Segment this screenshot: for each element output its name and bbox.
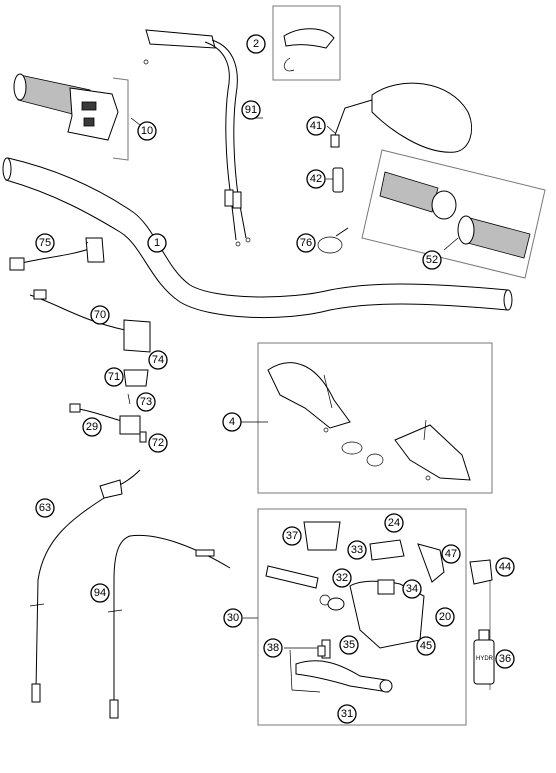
svg-text:63: 63	[39, 502, 51, 514]
callout-94: 94	[90, 583, 110, 603]
svg-text:41: 41	[310, 120, 322, 132]
callout-36: 36	[495, 649, 515, 669]
svg-text:4: 4	[229, 416, 235, 428]
switch-clamp	[123, 369, 149, 405]
svg-text:37: 37	[286, 530, 298, 542]
svg-text:72: 72	[152, 437, 164, 449]
callout-91: 91	[241, 100, 261, 120]
svg-text:20: 20	[439, 611, 451, 623]
mirror	[330, 82, 472, 153]
handlebar	[2, 157, 513, 319]
speedometer-cable	[29, 469, 141, 703]
callout-42: 42	[306, 169, 326, 189]
callout-47: 47	[441, 544, 461, 564]
group-box-handguards	[257, 342, 493, 494]
wiring-harness	[9, 237, 105, 271]
svg-text:32: 32	[336, 572, 348, 584]
callout-31: 31	[337, 704, 357, 724]
callout-70: 70	[90, 305, 110, 325]
callout-44: 44	[495, 557, 515, 577]
svg-text:1: 1	[154, 237, 160, 249]
svg-text:30: 30	[227, 612, 239, 624]
throttle-grip	[13, 73, 119, 141]
callout-71: 71	[104, 367, 124, 387]
svg-text:35: 35	[343, 639, 355, 651]
grip-set	[379, 171, 531, 259]
callout-37: 37	[282, 526, 302, 546]
kill-switch	[69, 403, 147, 443]
callout-63: 63	[35, 498, 55, 518]
svg-text:71: 71	[108, 371, 120, 383]
group-box-clutch	[257, 508, 467, 726]
clutch-cable	[107, 534, 231, 719]
svg-text:24: 24	[388, 517, 400, 529]
group-box-grips	[361, 149, 546, 279]
group-box-cover	[272, 5, 341, 81]
callout-75: 75	[35, 233, 55, 253]
callout-45: 45	[416, 636, 436, 656]
svg-text:44: 44	[499, 561, 511, 573]
svg-text:75: 75	[39, 237, 51, 249]
callout-72: 72	[148, 433, 168, 453]
svg-text:33: 33	[351, 544, 363, 556]
mirror-adapter	[332, 167, 344, 193]
svg-text:94: 94	[94, 587, 106, 599]
callout-52: 52	[422, 250, 442, 270]
svg-text:74: 74	[152, 354, 164, 366]
hand-guards	[267, 362, 471, 481]
callout-76: 76	[296, 233, 316, 253]
throttle-cables	[143, 29, 251, 247]
svg-text:34: 34	[406, 583, 418, 595]
callout-38: 38	[263, 638, 283, 658]
handlebar-switch	[29, 289, 151, 353]
svg-text:45: 45	[420, 640, 432, 652]
callout-74: 74	[148, 350, 168, 370]
callout-73: 73	[136, 392, 156, 412]
svg-text:73: 73	[140, 396, 152, 408]
leader-lines	[85, 117, 459, 649]
group-box-throttle	[112, 77, 129, 161]
svg-text:38: 38	[267, 642, 279, 654]
svg-text:47: 47	[445, 548, 457, 560]
svg-text:52: 52	[426, 254, 438, 266]
svg-text:91: 91	[245, 104, 257, 116]
callout-34: 34	[402, 579, 422, 599]
callout-20: 20	[435, 607, 455, 627]
svg-text:29: 29	[86, 421, 98, 433]
bottle-label: HYDR. Oil	[476, 656, 504, 662]
callout-10: 10	[137, 121, 157, 141]
throttle-cover	[283, 28, 335, 72]
callout-2: 2	[246, 34, 266, 54]
svg-text:42: 42	[310, 173, 322, 185]
callout-1: 1	[147, 233, 167, 253]
svg-text:36: 36	[499, 653, 511, 665]
callout-layer: 2 10 91 41 42 1 75 76 52 70 74 71 73 29 …	[35, 34, 515, 724]
svg-text:31: 31	[341, 708, 353, 720]
callout-35: 35	[339, 635, 359, 655]
callout-32: 32	[332, 568, 352, 588]
callout-41: 41	[306, 116, 326, 136]
hose-clip	[317, 227, 349, 254]
callout-29: 29	[82, 417, 102, 437]
callout-33: 33	[347, 540, 367, 560]
hydraulic-oil-bottle: HYDR. Oil	[473, 629, 504, 685]
callout-4: 4	[222, 412, 242, 432]
svg-text:10: 10	[141, 125, 153, 137]
callout-24: 24	[384, 513, 404, 533]
svg-text:70: 70	[94, 309, 106, 321]
callout-30: 30	[223, 608, 243, 628]
svg-text:2: 2	[253, 38, 259, 50]
clutch-master-cylinder	[265, 521, 493, 693]
svg-text:76: 76	[300, 237, 312, 249]
